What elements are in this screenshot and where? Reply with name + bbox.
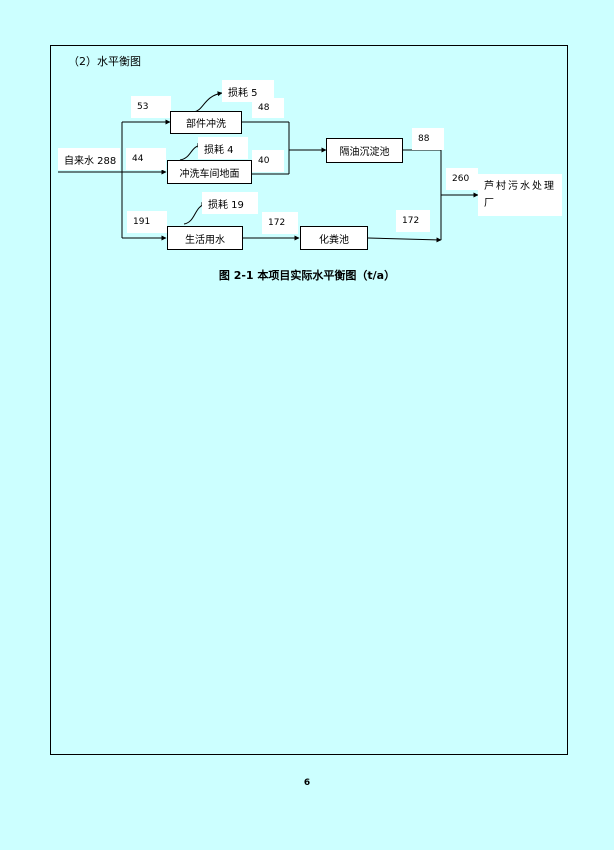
loss-label-domestic-water: 损耗 19 bbox=[202, 192, 258, 214]
flow-label-septic-tank-out: 172 bbox=[396, 210, 430, 232]
figure-caption: 图 2-1 本项目实际水平衡图（t/a） bbox=[218, 269, 396, 282]
flow-label-to-workshop-floor: 44 bbox=[126, 148, 166, 170]
flow-label-workshop-floor-out: 40 bbox=[252, 150, 284, 172]
loss-curve-parts-washing bbox=[193, 91, 223, 113]
loss-label-parts-washing: 损耗 5 bbox=[222, 80, 274, 102]
section-title: （2）水平衡图 bbox=[68, 55, 141, 68]
page-frame bbox=[50, 45, 568, 755]
flow-label-to-parts-washing: 53 bbox=[131, 96, 171, 118]
septic-tank-out-line bbox=[367, 237, 442, 243]
node-domestic-water: 生活用水 bbox=[167, 226, 243, 250]
node-septic-tank: 化粪池 bbox=[300, 226, 368, 250]
loss-label-workshop-floor: 损耗 4 bbox=[198, 137, 248, 159]
page-number: 6 bbox=[303, 778, 311, 788]
flow-label-parts-washing-out: 48 bbox=[252, 98, 284, 118]
node-workshop-floor: 冲洗车间地面 bbox=[167, 160, 252, 184]
flow-label-total-to-wwtp: 260 bbox=[446, 168, 478, 190]
flow-label-domestic-water-out: 172 bbox=[262, 212, 298, 234]
flow-label-oil-separator-out: 88 bbox=[412, 128, 444, 150]
source-label: 自来水 288 bbox=[58, 148, 120, 170]
flow-label-to-domestic-water: 191 bbox=[127, 211, 167, 233]
node-parts-washing: 部件冲洗 bbox=[170, 111, 242, 134]
node-oil-separator: 隔油沉淀池 bbox=[326, 138, 403, 163]
node-wwtp: 芦村污水处理厂 bbox=[478, 174, 562, 216]
